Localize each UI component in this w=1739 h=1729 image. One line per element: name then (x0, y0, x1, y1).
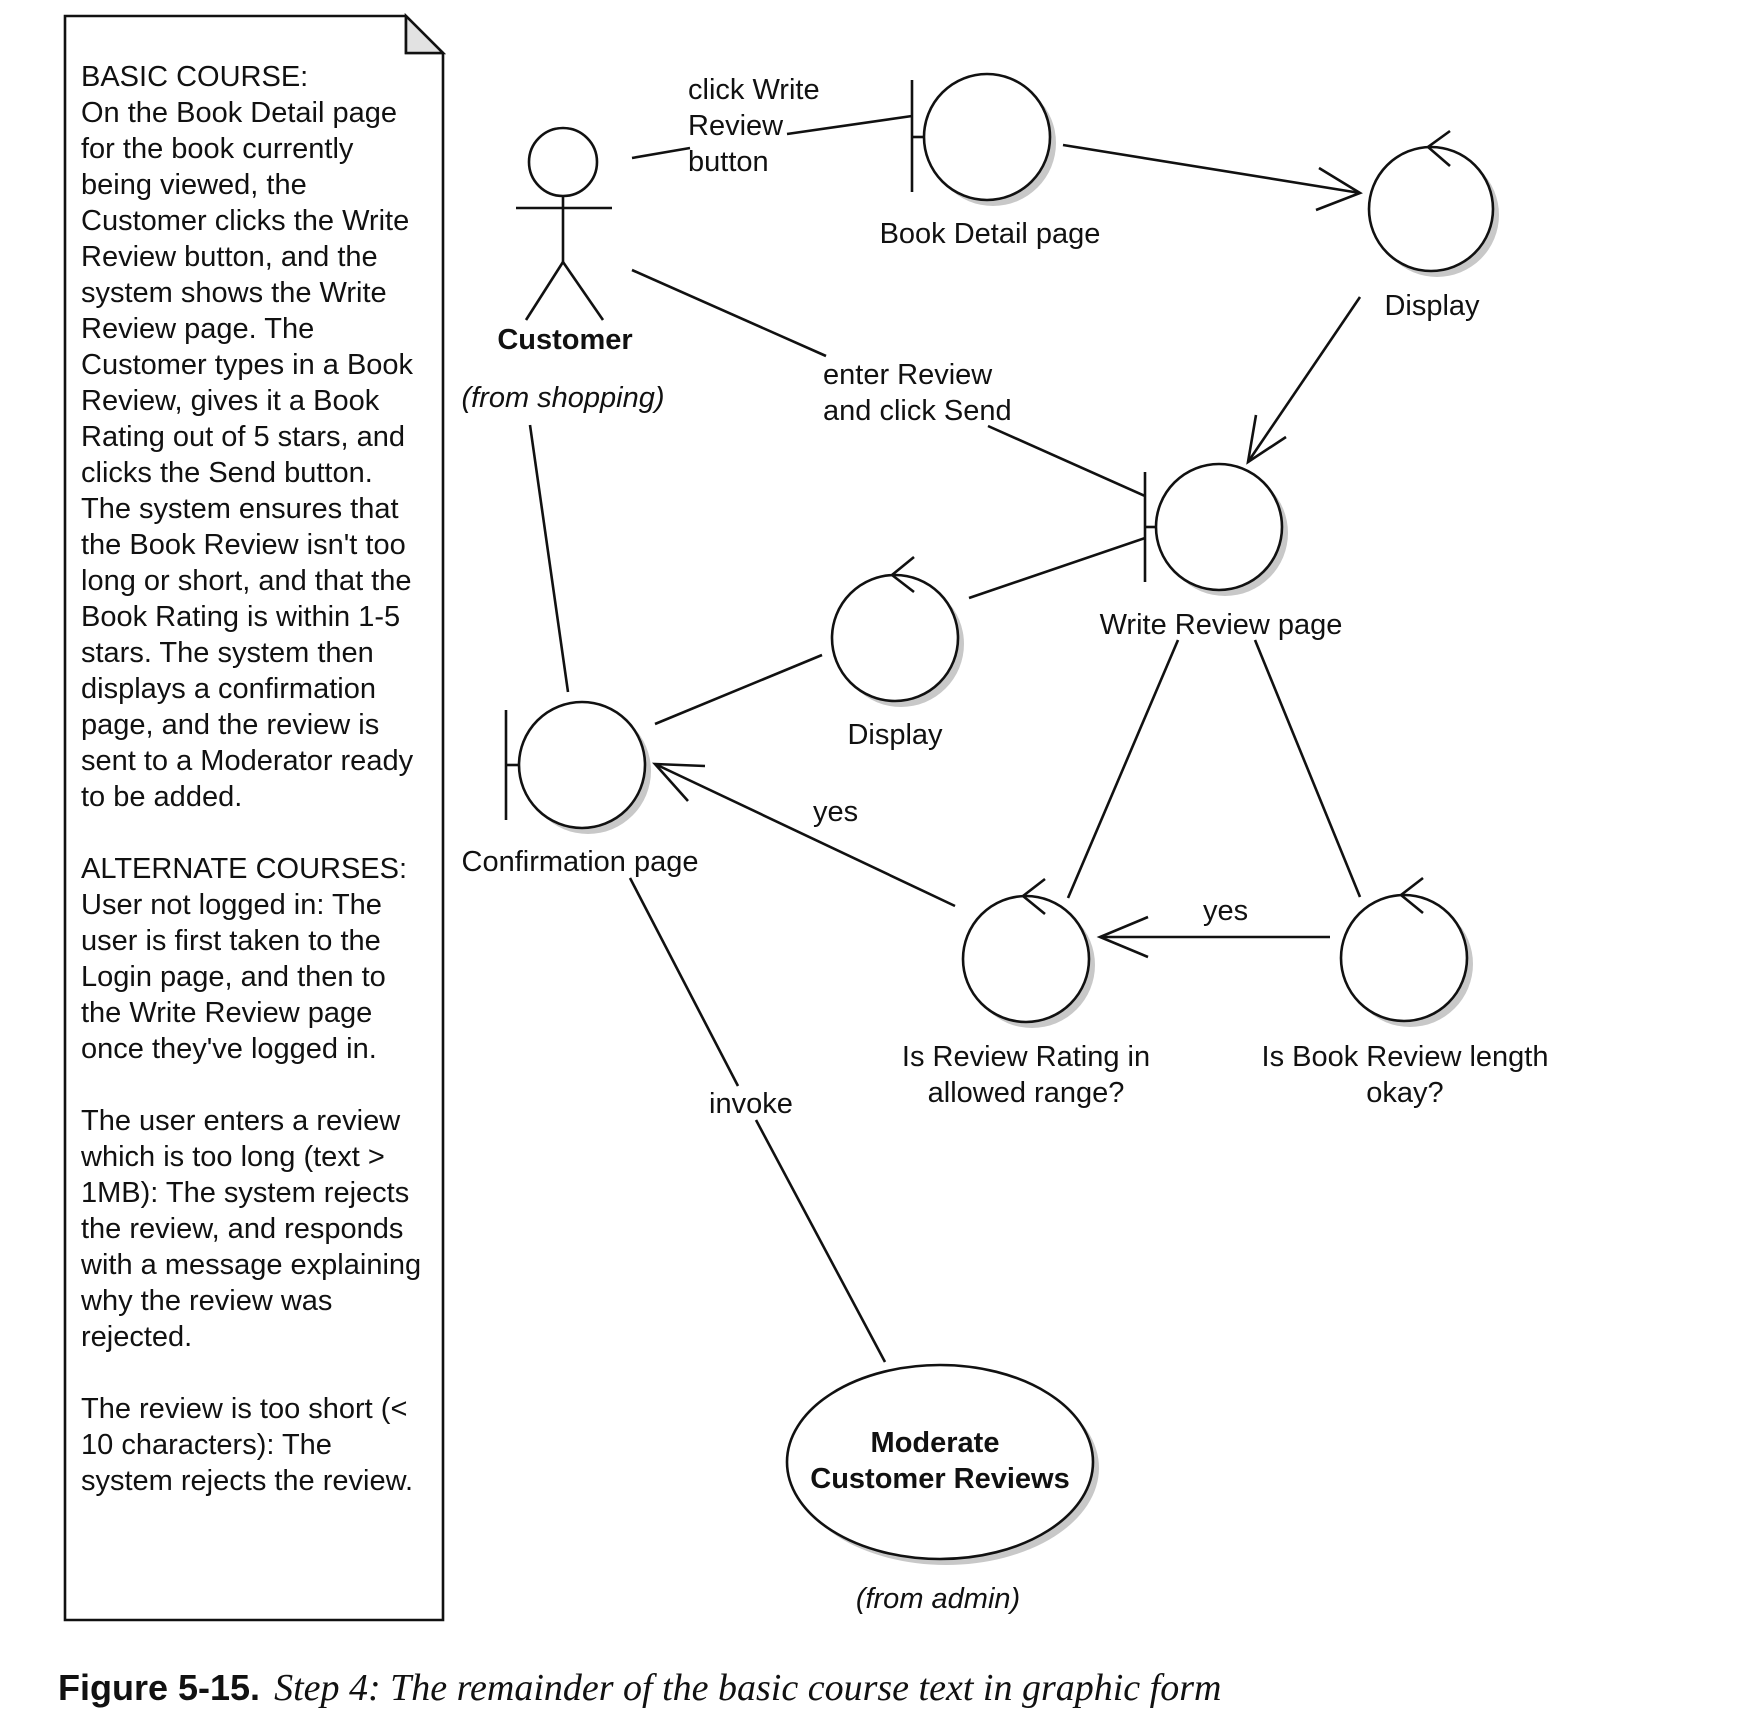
edge-write-review-length (1253, 639, 1362, 898)
display-top-label: Display (1384, 290, 1480, 322)
note-line: BASIC COURSE: (81, 61, 308, 93)
edge-actor-book-detail-b (786, 114, 913, 136)
note-line: The system ensures that (81, 493, 399, 525)
control-display-top (1367, 129, 1499, 277)
rating-check-label-1: Is Review Rating in (902, 1041, 1150, 1073)
note-line: Login page, and then to (81, 961, 386, 993)
basic-course-note: BASIC COURSE: On the Book Detail page for … (63, 12, 447, 1622)
book-detail-label: Book Detail page (880, 218, 1101, 250)
edge-book-detail-display (1062, 143, 1361, 195)
edge-write-review-display-mid (968, 536, 1146, 600)
note-line: with a message explaining (80, 1249, 421, 1281)
note-line: The user enters a review (81, 1105, 401, 1137)
edge-label-invoke: invoke (709, 1088, 793, 1120)
edge-label-yes-confirmation: yes (813, 796, 858, 828)
edge-display-write-review (1246, 296, 1362, 463)
actor-name: Customer (497, 324, 632, 356)
edge-actor-write-review-b (987, 424, 1146, 498)
note-line: User not logged in: The (81, 889, 382, 921)
note-line: the Book Review isn't too (81, 529, 406, 561)
note-line: rejected. (81, 1321, 192, 1353)
edge-label-click-write-2: Review (688, 110, 784, 142)
note-line: page, and the review is (81, 709, 379, 741)
note-line: ALTERNATE COURSES: (81, 853, 407, 885)
note-line: being viewed, the (81, 169, 307, 201)
note-line: system shows the Write (81, 277, 387, 309)
note-line: Review, gives it a Book (81, 385, 380, 417)
edge-confirmation-invoke-a (628, 877, 740, 1087)
caption-number: Figure 5-15. (58, 1667, 260, 1708)
note-line: Review page. The (81, 313, 314, 345)
edges (528, 114, 1363, 1363)
boundary-book-detail (910, 72, 1056, 206)
note-line (81, 1357, 89, 1389)
edge-actor-confirmation (528, 424, 570, 693)
actor-customer (516, 126, 612, 321)
edge-display-mid-confirmation (654, 653, 823, 726)
control-display-mid (830, 555, 964, 707)
edge-write-review-rating (1066, 639, 1180, 899)
caption-text: Step 4: The remainder of the basic cours… (274, 1667, 1221, 1709)
edge-actor-book-detail-a (631, 146, 691, 160)
note-line: The review is too short (< (81, 1393, 407, 1425)
note-line: Customer types in a Book (81, 349, 414, 381)
note-line: Book Rating is within 1-5 (81, 601, 400, 633)
confirmation-label: Confirmation page (462, 846, 699, 878)
note-line: sent to a Moderator ready (81, 745, 414, 777)
edge-rating-confirmation (654, 762, 956, 908)
edge-label-click-write-1: click Write (688, 74, 820, 106)
note-line: for the book currently (81, 133, 354, 165)
note-line: why the review was (80, 1285, 332, 1317)
usecase-package: (from admin) (856, 1583, 1020, 1615)
note-line: long or short, and that the (81, 565, 412, 597)
note-line: once they've logged in. (81, 1033, 377, 1065)
note-line: the review, and responds (81, 1213, 403, 1245)
edge-label-enter-review-2: and click Send (823, 395, 1012, 427)
note-line: user is first taken to the (81, 925, 381, 957)
edge-label-click-write-3: button (688, 146, 769, 178)
rating-check-label-2: allowed range? (928, 1077, 1125, 1109)
edge-actor-write-review-a (631, 268, 827, 358)
length-check-label-2: okay? (1366, 1077, 1443, 1109)
arrowhead-rating (1096, 915, 1149, 959)
control-length-check (1339, 876, 1473, 1027)
note-line: Review button, and the (81, 241, 378, 273)
note-line: stars. The system then (81, 637, 374, 669)
note-line: displays a confirmation (81, 673, 376, 705)
note-line: Customer clicks the Write (81, 205, 409, 237)
write-review-label: Write Review page (1100, 609, 1343, 641)
edge-label-enter-review-1: enter Review (823, 359, 993, 391)
note-line: system rejects the review. (81, 1465, 413, 1497)
note-text: BASIC COURSE: On the Book Detail page for … (80, 61, 421, 1497)
usecase-moderate-reviews (785, 1363, 1099, 1565)
note-line: 10 characters): The (81, 1429, 332, 1461)
arrowhead-confirmation (651, 762, 706, 802)
arrowhead-write-review (1246, 414, 1287, 465)
control-rating-check (961, 877, 1095, 1028)
usecase-label-2: Customer Reviews (810, 1463, 1070, 1495)
note-line (81, 1069, 89, 1101)
figure-caption: Figure 5-15. Step 4: The remainder of th… (58, 1667, 1221, 1709)
arrowhead-display-top (1315, 166, 1363, 212)
usecase-label-1: Moderate (871, 1427, 1000, 1459)
note-line (81, 817, 89, 849)
edge-confirmation-invoke-b (754, 1119, 887, 1363)
note-line: Rating out of 5 stars, and (81, 421, 405, 453)
note-line: which is too long (text > (80, 1141, 385, 1173)
boundary-write-review (1143, 462, 1288, 596)
length-check-label-1: Is Book Review length (1262, 1041, 1549, 1073)
note-line: clicks the Send button. (81, 457, 373, 489)
actor-package: (from shopping) (461, 382, 664, 414)
note-line: the Write Review page (81, 997, 372, 1029)
edge-label-yes-rating: yes (1203, 895, 1248, 927)
note-line: 1MB): The system rejects (81, 1177, 409, 1209)
display-mid-label: Display (847, 719, 943, 751)
boundary-confirmation (504, 700, 651, 834)
note-line: to be added. (81, 781, 242, 813)
note-line: On the Book Detail page (81, 97, 397, 129)
